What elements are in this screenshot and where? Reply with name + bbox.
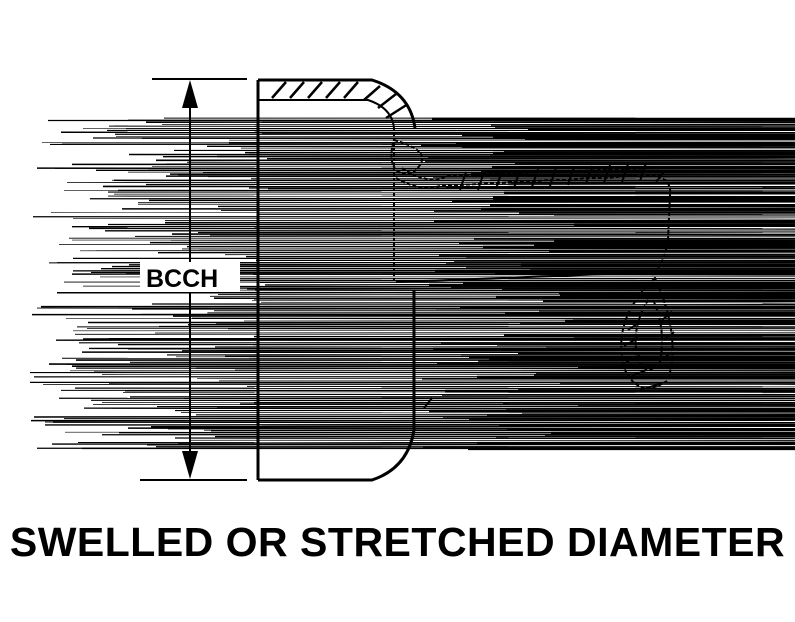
label-backdrop bbox=[140, 262, 240, 292]
body-line bbox=[260, 301, 795, 304]
stretched-body-lines bbox=[29, 117, 795, 451]
body-line bbox=[173, 289, 795, 291]
body-line bbox=[157, 251, 795, 254]
body-line bbox=[75, 367, 795, 370]
lip-hatching bbox=[459, 162, 665, 191]
dimension-arrow bbox=[140, 78, 247, 481]
loop-hatching bbox=[623, 311, 675, 391]
bore-tick bbox=[423, 397, 433, 409]
axis-line bbox=[395, 271, 661, 283]
body-line bbox=[88, 227, 795, 230]
arrowhead-down bbox=[182, 451, 198, 479]
body-line bbox=[174, 437, 795, 440]
swelled-lip bbox=[390, 139, 672, 276]
body-line bbox=[36, 167, 795, 170]
body-line bbox=[72, 217, 795, 220]
figure-caption: SWELLED OR STRETCHED DIAMETER bbox=[9, 519, 786, 565]
part-bottom-corner bbox=[258, 290, 416, 482]
body-line bbox=[137, 201, 795, 204]
part-top-corner bbox=[258, 78, 417, 129]
body-line bbox=[52, 421, 795, 424]
body-line bbox=[171, 233, 795, 236]
loop-section bbox=[620, 276, 674, 389]
part-top-inner bbox=[258, 99, 395, 129]
arrowhead-up bbox=[182, 80, 198, 108]
body-line bbox=[266, 157, 795, 160]
body-line bbox=[181, 349, 795, 352]
part-outline bbox=[256, 78, 661, 482]
body-line bbox=[154, 331, 795, 334]
body-line bbox=[72, 329, 795, 332]
dimension-label: BCCH bbox=[146, 265, 218, 293]
wall-hatching bbox=[271, 81, 409, 120]
